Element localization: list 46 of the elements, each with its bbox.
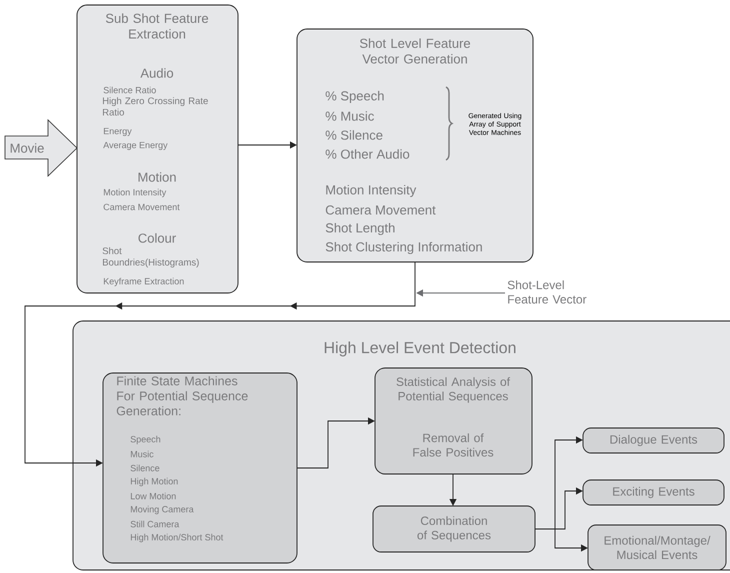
box-text: Emotional/Montage/ Musical Events xyxy=(604,536,710,560)
list-item: Still Camera xyxy=(130,520,180,528)
box-text: Removal of False Positives xyxy=(413,433,494,457)
list-item: Music xyxy=(130,450,154,458)
box-text: Statistical Analysis of Potential Sequences xyxy=(396,377,510,403)
list-item: High Zero Crossing Rate Ratio xyxy=(102,97,208,116)
list-item: Motion Intensity xyxy=(104,188,166,198)
list-item: Camera Movement xyxy=(326,205,436,215)
process-box xyxy=(374,368,532,474)
list-item: High Motion/Short Shot xyxy=(130,534,224,542)
list-item: Average Energy xyxy=(103,142,168,150)
process-box xyxy=(296,28,534,262)
process-box xyxy=(102,372,298,564)
list-item: % Music xyxy=(326,111,374,121)
section-heading: Colour xyxy=(138,233,176,243)
box-title: Sub Shot Feature Extraction xyxy=(106,13,208,39)
box-title: Finite State Machines For Potential Sequence Generation: xyxy=(116,376,248,416)
box-text: Dialogue Events xyxy=(610,434,698,446)
panel-title: High Level Event Detection xyxy=(324,342,516,356)
list-item: High Motion xyxy=(130,478,178,486)
list-item: Shot Length xyxy=(326,222,394,236)
list-item: Motion Intensity xyxy=(326,184,416,198)
list-item: Speech xyxy=(130,436,160,444)
list-item: Low Motion xyxy=(130,492,176,500)
process-box xyxy=(372,506,536,552)
list-item: % Other Audio xyxy=(326,149,410,159)
list-item: Camera Movement xyxy=(104,204,180,210)
output-box xyxy=(582,480,724,506)
list-item: Moving Camera xyxy=(130,506,194,514)
output-box xyxy=(582,428,724,454)
section-heading: Audio xyxy=(140,68,174,78)
output-box xyxy=(588,524,726,570)
list-item: % Speech xyxy=(326,90,384,104)
list-item: Silence xyxy=(130,464,160,472)
box-text: Combination of Sequences xyxy=(417,516,491,542)
list-item: Keyframe Extraction xyxy=(104,278,184,286)
list-item: Silence Ratio xyxy=(104,86,156,94)
callout-text: Shot-Level Feature Vector xyxy=(508,280,586,304)
list-item: Shot Clustering Information xyxy=(326,242,482,254)
list-item: Energy xyxy=(104,128,132,136)
box-text: Exciting Events xyxy=(613,486,694,498)
section-heading: Motion xyxy=(138,172,176,182)
list-item: Shot Boundries(Histograms) xyxy=(102,247,199,268)
list-item: % Silence xyxy=(326,130,382,140)
box-title: Shot Level Feature Vector Generation xyxy=(360,38,470,64)
process-box xyxy=(76,4,238,294)
